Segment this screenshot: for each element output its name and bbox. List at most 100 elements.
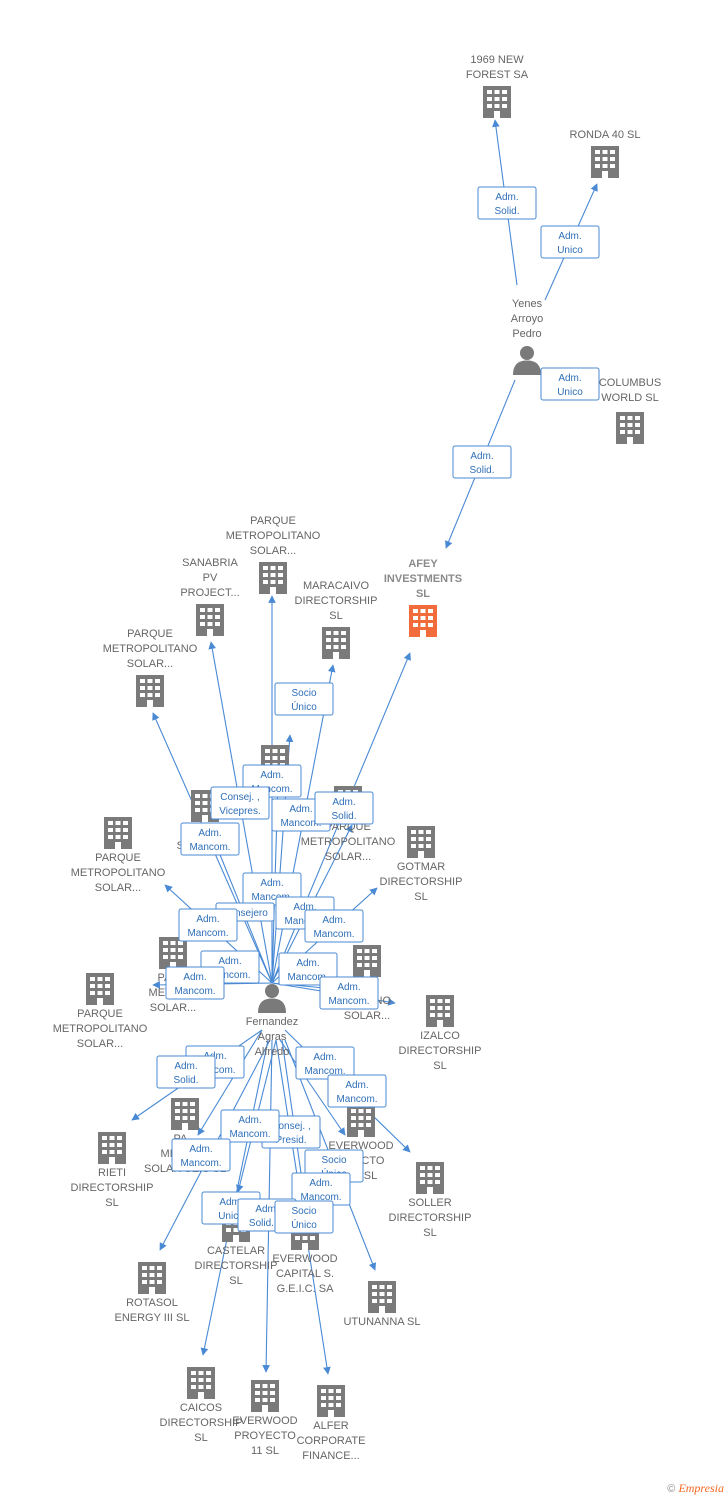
building-icon: [416, 1162, 444, 1194]
building-icon: [322, 627, 350, 659]
node-label: METROPOLITANO: [71, 867, 166, 879]
relation-text: Unico: [557, 387, 583, 398]
relation-text: Adm.: [289, 804, 312, 815]
relation-label[interactable]: Adm.Mancom.: [165, 966, 225, 1000]
relation-label[interactable]: Adm. Solid.: [452, 445, 512, 479]
relation-text: Adm.: [345, 1080, 368, 1091]
relation-text: Unico: [218, 1211, 244, 1222]
relation-label[interactable]: Adm.Mancom.: [291, 1172, 351, 1206]
relation-text: Adm.: [219, 1197, 242, 1208]
node-label: SOLAR...: [77, 1038, 123, 1050]
relation-text: Solid.: [469, 465, 494, 476]
relation-text: Consejero: [222, 908, 268, 919]
relation-label[interactable]: Consej. ,Vicepres.: [210, 786, 270, 820]
brand-logo[interactable]: Empresia: [678, 1481, 724, 1495]
building-icon: [187, 1367, 215, 1399]
relation-label[interactable]: Adm.Solid.: [477, 186, 537, 220]
node-sanabria[interactable]: SANABRIAPVPROJECT...: [180, 557, 240, 636]
node-label: AFEY: [408, 558, 438, 570]
relation-label[interactable]: Adm.Mancom.: [220, 1109, 280, 1143]
node-label: Pedro: [512, 328, 541, 340]
relation-text: Adm.: [313, 1052, 336, 1063]
relation-text: Mancom.: [187, 928, 228, 939]
relation-text: Mancom.: [251, 892, 292, 903]
relation-text: Mancom.: [174, 986, 215, 997]
relation-label[interactable]: Adm.Mancom.: [295, 1046, 355, 1080]
relation-text: Mancom.: [180, 1158, 221, 1169]
node-label: CAPITAL S.: [276, 1268, 334, 1280]
relation-label[interactable]: Adm.Mancom.: [327, 1074, 387, 1108]
relation-text: Solid.: [173, 1075, 198, 1086]
node-pm7[interactable]: PARQUEMETROPOLITANOSOLAR...: [53, 973, 148, 1050]
node-ronda[interactable]: RONDA 40 SL: [570, 129, 641, 178]
relation-label[interactable]: Adm.Solid.: [314, 791, 374, 825]
node-pm1[interactable]: PARQUEMETROPOLITANOSOLAR...: [226, 515, 321, 594]
building-icon: [407, 826, 435, 858]
relation-box: [178, 908, 238, 942]
node-label: SOLLER: [408, 1197, 451, 1209]
relation-text: Adm.: [337, 982, 360, 993]
node-label: SOLAR...: [150, 1002, 196, 1014]
node-label: Arroyo: [511, 313, 543, 325]
relation-box: [171, 1138, 231, 1172]
relation-label[interactable]: Adm.Mancom.: [304, 909, 364, 943]
node-label: CASTELAR: [207, 1245, 265, 1257]
building-icon: [591, 146, 619, 178]
node-label: SOLAR...: [95, 882, 141, 894]
node-pm3[interactable]: PARQUEMETROPOLITANOSOLAR...: [71, 817, 166, 894]
relation-label[interactable]: Adm. Mancom.: [171, 1138, 231, 1172]
relation-label[interactable]: Adm.Mancom.: [319, 976, 379, 1010]
relation-label[interactable]: Adm. Solid.: [156, 1055, 216, 1089]
relation-label[interactable]: Adm.Unico: [540, 225, 600, 259]
relation-label[interactable]: Adm.Mancom.: [178, 908, 238, 942]
node-label: INVESTMENTS: [384, 573, 462, 585]
node-label: Yenes: [512, 298, 543, 310]
node-label: SOLAR...: [250, 545, 296, 557]
person-icon: [258, 984, 286, 1013]
node-label: RIETI: [98, 1167, 126, 1179]
relation-label[interactable]: Adm.Mancom.: [180, 822, 240, 856]
relation-label[interactable]: Adm. Unico: [540, 367, 600, 401]
relation-text: Adm.: [558, 373, 581, 384]
relation-text: Adm.: [174, 1061, 197, 1072]
node-label: DIRECTORSHIP: [380, 876, 463, 888]
relation-box: [304, 909, 364, 943]
relation-text: Adm.: [470, 451, 493, 462]
relation-text: Solid.: [494, 206, 519, 217]
building-icon: [426, 995, 454, 1027]
relation-edge: [197, 1029, 263, 1136]
node-alfer[interactable]: ALFERCORPORATEFINANCE...: [297, 1385, 366, 1462]
relation-box: [295, 1046, 355, 1080]
building-icon: [98, 1132, 126, 1164]
building-icon: [138, 1262, 166, 1294]
relation-text: Consej. ,: [220, 792, 259, 803]
node-utunanna[interactable]: UTUNANNA SL: [343, 1281, 421, 1328]
node-label: PARQUE: [77, 1008, 123, 1020]
node-label: SL: [194, 1432, 207, 1444]
node-label: G.E.I.C. SA: [277, 1283, 335, 1295]
node-label: EVERWOOD: [232, 1415, 297, 1427]
node-pm2[interactable]: PARQUEMETROPOLITANOSOLAR...: [103, 628, 198, 707]
relation-text: Adm.: [189, 1144, 212, 1155]
building-icon: [86, 973, 114, 1005]
relation-text: Adm.: [198, 828, 221, 839]
relation-labels: Adm.Solid.Adm.UnicoAdm.UnicoAdm.Solid.So…: [156, 186, 600, 1234]
node-label: PARQUE: [127, 628, 173, 640]
